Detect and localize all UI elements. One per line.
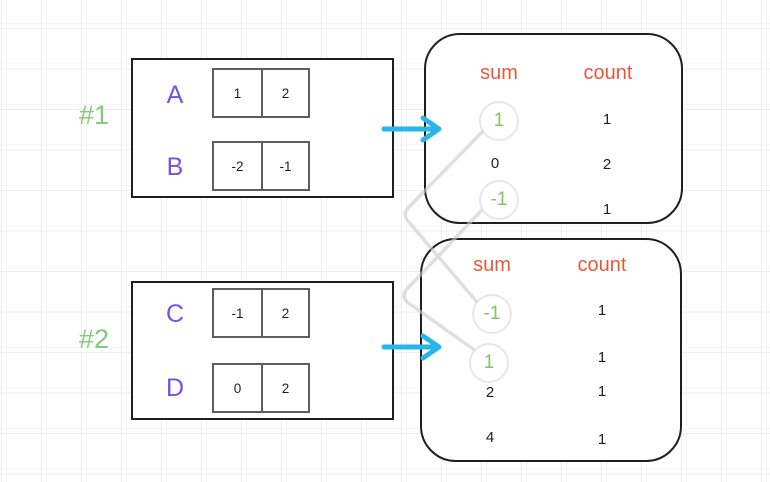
count-column-header: count xyxy=(583,62,633,84)
array-cell: -1 xyxy=(231,305,244,321)
count-value: 1 xyxy=(597,431,607,448)
array-cell: 2 xyxy=(261,290,308,336)
array-c-label: C xyxy=(165,300,185,328)
count-value: 1 xyxy=(597,349,607,366)
array-cell: 0 xyxy=(233,380,242,396)
array-cell: 2 xyxy=(261,365,308,411)
sum-column-header: sum xyxy=(473,254,511,276)
count-value: 1 xyxy=(602,111,612,128)
sum-column-header: sum xyxy=(480,62,518,84)
array-cell: -2 xyxy=(231,158,244,174)
count-value: 1 xyxy=(597,383,607,400)
array-b-label: B xyxy=(166,153,184,181)
highlighted-sum-value: 1 xyxy=(479,101,519,141)
example-1-label: #1 xyxy=(78,100,110,130)
array-b-cells: -2 -1 xyxy=(212,141,310,191)
sum-value: 0 xyxy=(490,155,500,172)
highlighted-sum-value: 1 xyxy=(469,343,509,383)
highlighted-sum-value: -1 xyxy=(472,294,512,334)
count-value: 1 xyxy=(602,201,612,218)
count-value: 1 xyxy=(597,302,607,319)
example-2-label: #2 xyxy=(78,324,110,354)
array-a-cells: 1 2 xyxy=(212,68,310,118)
example-1-result-table: sum count 1 0 -1 1 2 1 xyxy=(424,33,683,224)
array-cell: 2 xyxy=(261,70,308,116)
array-c-cells: -1 2 xyxy=(212,288,310,338)
sum-value: 4 xyxy=(485,429,495,446)
highlighted-sum-value: -1 xyxy=(479,180,519,220)
array-cell: -1 xyxy=(261,143,308,189)
array-d-cells: 0 2 xyxy=(212,363,310,413)
array-d-label: D xyxy=(165,374,185,402)
array-a-label: A xyxy=(166,81,184,109)
sum-value: 2 xyxy=(485,384,495,401)
count-value: 2 xyxy=(602,156,612,173)
array-cell: 1 xyxy=(233,85,242,101)
example-2-result-table: sum count -1 1 2 4 1 1 1 1 xyxy=(420,238,682,462)
count-column-header: count xyxy=(577,254,627,276)
